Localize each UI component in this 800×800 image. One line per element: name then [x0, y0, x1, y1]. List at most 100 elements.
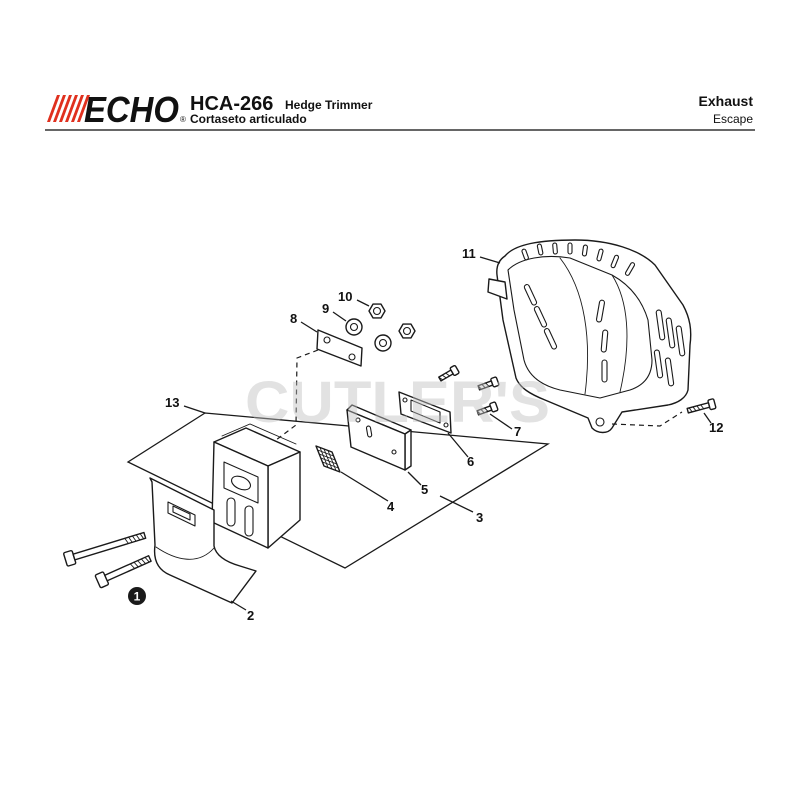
cover-slot: [567, 242, 573, 255]
exploded-diagram: CUTLER'S 11 10 9 8 13 7 12 6 5: [63, 239, 723, 623]
cover-slot: [552, 242, 558, 255]
cover-mount-hole: [595, 417, 605, 427]
logo-stripe: [65, 95, 78, 122]
part-7-bolt: [477, 376, 500, 391]
muffler-outlet: [230, 475, 252, 491]
bolt-thread: [476, 410, 481, 415]
gasket-hole: [443, 422, 449, 428]
logo-wordmark: ECHO: [84, 89, 179, 130]
logo-stripes: [47, 95, 90, 122]
leader-line-5: [407, 471, 422, 486]
callout-10: 10: [338, 289, 352, 304]
gasket-opening: [410, 399, 441, 424]
mesh-line: [323, 448, 333, 470]
cover-slot: [665, 317, 676, 349]
part-4-spark-screen: [315, 445, 341, 473]
bolt-thread: [133, 561, 139, 568]
leader-line-3: [439, 495, 474, 513]
part-9-washer: [374, 334, 392, 352]
callout-3: 3: [476, 510, 483, 525]
cover-inner-cavity: [507, 255, 653, 399]
bracket-hole: [355, 417, 361, 423]
bolt-thread: [445, 372, 451, 377]
bolt-thread: [140, 558, 147, 565]
callout-12: 12: [709, 420, 723, 435]
cover-slot: [521, 248, 529, 261]
gasket-hole: [402, 397, 408, 403]
registered-mark: ®: [180, 115, 186, 124]
part-8-plate: [316, 329, 363, 367]
callout-2: 2: [247, 608, 254, 623]
leader-line-7: [489, 413, 513, 430]
cover-slot: [610, 254, 620, 269]
part-9-washer: [345, 318, 363, 336]
bolt-thread: [124, 537, 129, 544]
muffler-top-lip: [221, 423, 297, 445]
screen-mesh: [317, 447, 339, 471]
callout-4: 4: [387, 499, 395, 514]
cover-top-slots: [521, 242, 636, 276]
leader-line-8: [300, 321, 318, 333]
washer-hole: [378, 338, 388, 348]
callout-9: 9: [322, 301, 329, 316]
cover-slot: [595, 299, 606, 323]
callout-1-badge: 1: [128, 587, 146, 605]
nut-bore: [372, 306, 382, 316]
cover-slot: [655, 309, 666, 341]
bracket-plate: [346, 409, 406, 471]
model-title: HCA-266: [190, 93, 273, 115]
assembly-bracket-lines: [126, 412, 551, 569]
cover-inner-back-edge: [611, 274, 628, 393]
product-name-es: Cortaseto articulado: [190, 112, 307, 126]
cover-slot: [581, 244, 588, 257]
callout-1-circle: [128, 587, 146, 605]
cover-inner-rib: [559, 257, 589, 395]
section-title-en: Exhaust: [699, 93, 754, 109]
bolt-thread: [477, 385, 482, 390]
bolt-shaft: [72, 531, 147, 561]
bolt-thread: [484, 407, 489, 412]
bolt-thread: [441, 374, 447, 379]
leader-lines: [183, 256, 712, 611]
part-1-bolt: [94, 555, 152, 589]
assembly-dashed-line: [611, 411, 683, 427]
nut-bore: [402, 326, 412, 336]
cover-slot: [600, 329, 609, 353]
leader-line-12: [703, 412, 712, 424]
part-5-bracket: [346, 404, 412, 471]
callout-1: 1: [134, 590, 141, 604]
bolt-shaft: [477, 380, 494, 391]
cover-side-slots: [653, 309, 686, 387]
bolt-thread: [128, 536, 133, 543]
bolt-thread: [485, 382, 490, 387]
cover-slot: [675, 325, 686, 357]
page-header: ECHO ® HCA-266 Hedge Trimmer Cortaseto a…: [45, 89, 755, 131]
muffler-side-face: [267, 451, 301, 549]
part-10-nut: [398, 323, 416, 339]
callout-13: 13: [165, 395, 179, 410]
cover-slot: [624, 262, 636, 276]
logo-stripe: [71, 95, 84, 122]
leader-line-13: [183, 405, 206, 414]
cover-slot: [543, 328, 558, 350]
part-10-nut: [368, 303, 386, 319]
leader-line-2: [230, 600, 247, 611]
part-1-bolt: [63, 531, 147, 567]
callout-5: 5: [421, 482, 428, 497]
callouts: 11 10 9 8 13 7 12 6 5 4 3 2 1: [128, 246, 723, 623]
cover-slot: [664, 357, 675, 387]
bracket-slot: [365, 425, 373, 438]
bolt-thread: [700, 404, 705, 410]
bolt-thread: [688, 407, 693, 413]
part-7-bolt: [438, 364, 460, 382]
bolt-thread: [144, 556, 150, 563]
assembly-dashed-line: [275, 349, 319, 441]
part-13-muffler: [211, 423, 301, 549]
logo-stripe: [47, 95, 60, 122]
bolt-thread: [481, 383, 486, 389]
watermark: CUTLER'S: [245, 370, 550, 435]
mesh-line: [319, 447, 329, 468]
leader-line-4: [340, 471, 389, 502]
leader-line-11: [479, 256, 501, 264]
bolt-thread: [137, 560, 143, 566]
